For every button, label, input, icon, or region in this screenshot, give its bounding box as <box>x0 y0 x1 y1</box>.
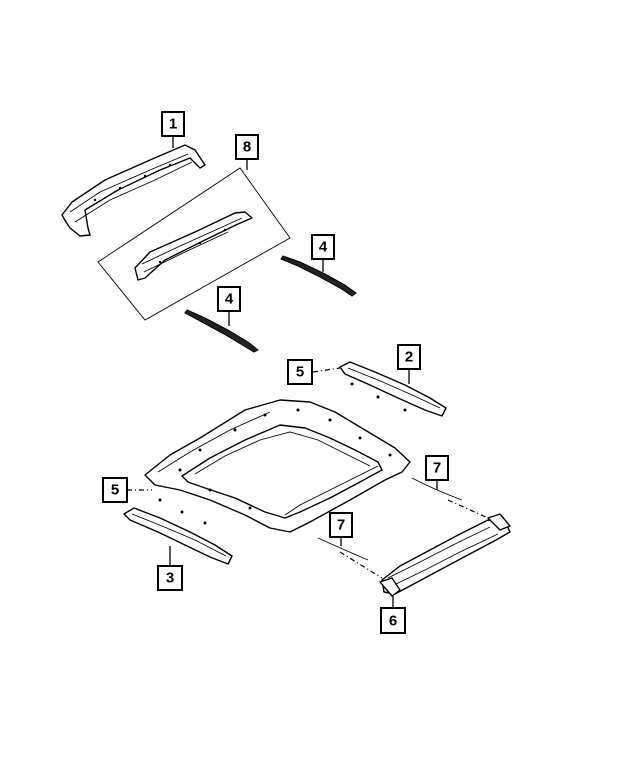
callout-7-upper-label: 7 <box>433 460 441 477</box>
part-4-weatherstrip-lower <box>184 309 259 353</box>
callout-4-upper: 4 <box>311 234 335 260</box>
callout-4-lower: 4 <box>217 286 241 312</box>
leader-lines <box>127 136 489 608</box>
callout-4-lower-label: 4 <box>225 291 234 308</box>
callout-4-upper-label: 4 <box>319 239 328 256</box>
callout-1: 1 <box>161 111 185 137</box>
roof-frame <box>144 399 411 533</box>
part-3-front-rail <box>123 498 233 565</box>
callout-7-upper: 7 <box>425 455 449 481</box>
callout-1-label: 1 <box>169 116 177 133</box>
callout-8: 8 <box>235 134 259 160</box>
callout-5-upper-label: 5 <box>296 364 304 381</box>
callout-6: 6 <box>380 607 406 634</box>
callout-3: 3 <box>157 565 183 591</box>
callout-6-label: 6 <box>389 613 397 630</box>
callout-7-lower-label: 7 <box>337 517 345 534</box>
callout-5-lower: 5 <box>102 477 128 503</box>
callout-5-lower-label: 5 <box>111 482 119 499</box>
part-8-kit-frame <box>97 167 291 321</box>
callout-3-label: 3 <box>166 570 174 587</box>
part-1-header-panel <box>61 144 206 237</box>
callout-7-lower: 7 <box>329 512 353 538</box>
callout-8-label: 8 <box>243 139 251 156</box>
part-4-weatherstrip-upper <box>280 255 357 297</box>
callout-5-upper: 5 <box>287 359 313 385</box>
callout-2: 2 <box>397 344 421 370</box>
part-6-sunshade-assembly <box>379 513 511 597</box>
part-2-rear-rail <box>339 361 447 417</box>
callout-2-label: 2 <box>405 349 413 366</box>
part-7-drain-tubes <box>317 477 463 561</box>
